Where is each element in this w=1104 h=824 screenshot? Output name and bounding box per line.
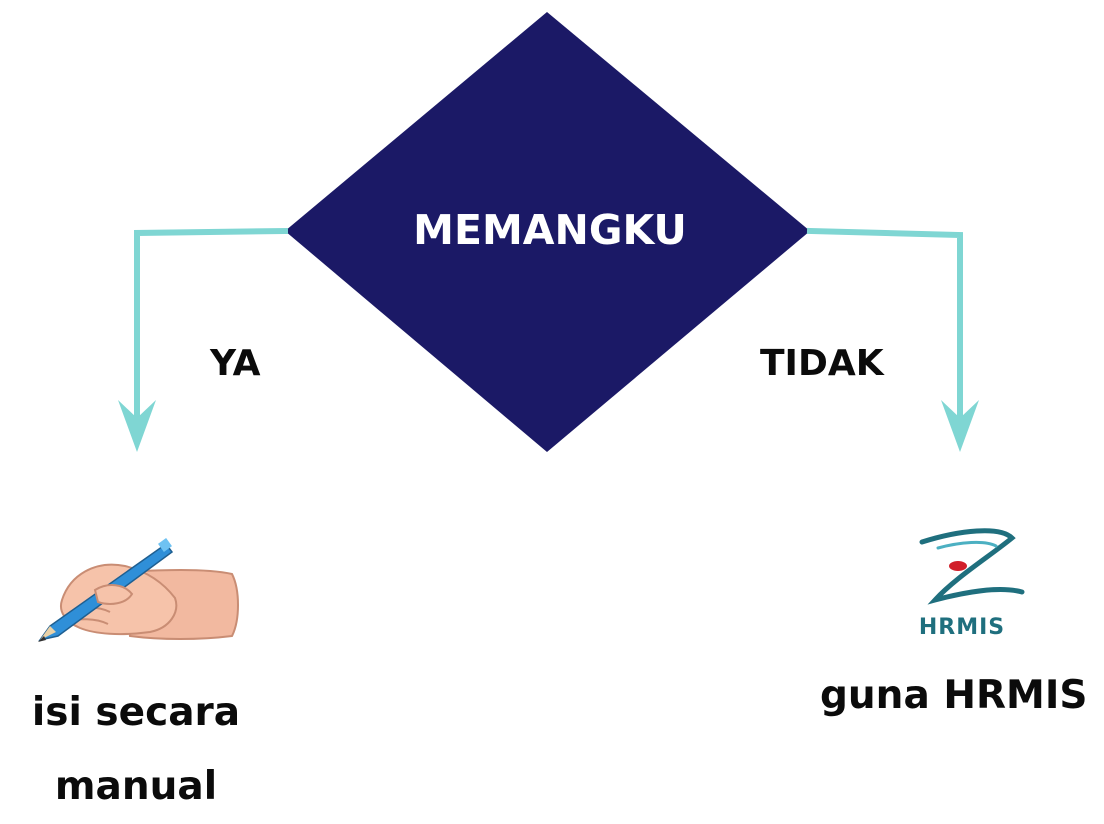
hrmis-logo: HRMIS xyxy=(919,528,1025,640)
branch-label-no: TIDAK xyxy=(760,343,884,384)
branch-label-yes: YA xyxy=(210,343,261,384)
outcome-no: guna HRMIS xyxy=(820,673,1088,718)
decision-label: MEMANGKU xyxy=(413,206,687,254)
hand-writing-pencil-icon xyxy=(38,538,239,642)
outcome-yes: isi secara manual xyxy=(31,690,241,809)
hrmis-logo-text: HRMIS xyxy=(919,615,1005,640)
arrowhead-no xyxy=(941,400,979,452)
flowchart: HRMIS MEMANGKU YA TIDAK isi secara manua… xyxy=(32,12,1088,809)
connector-no xyxy=(806,227,963,423)
connector-yes xyxy=(134,227,289,423)
flowchart-graphics: HRMIS xyxy=(38,12,1025,642)
decision-diamond xyxy=(285,12,810,452)
arrowhead-yes xyxy=(118,400,156,452)
